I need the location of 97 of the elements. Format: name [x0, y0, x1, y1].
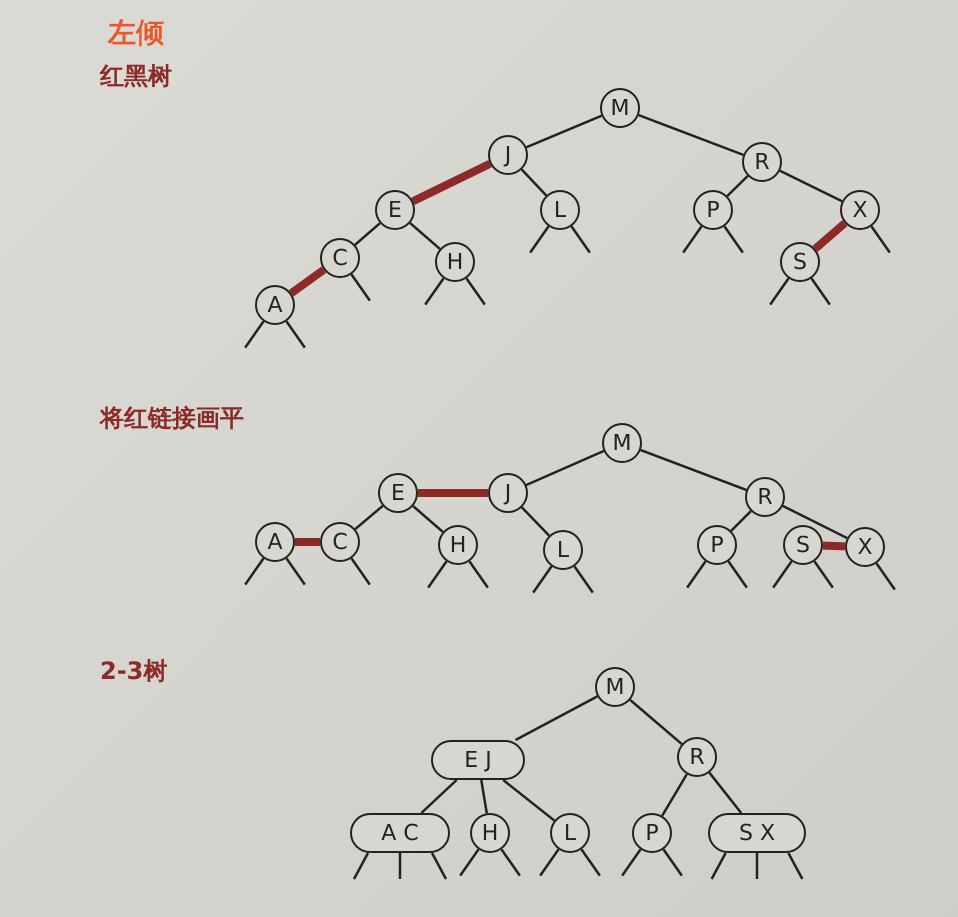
- thick-link: [418, 489, 488, 497]
- tree-node-circle: M: [595, 667, 635, 707]
- tree-node-circle: A: [255, 522, 295, 562]
- tree-node-pill: A C: [350, 813, 450, 853]
- tree-node-pill: E J: [431, 740, 525, 780]
- link-line: [480, 780, 488, 814]
- link-line: [526, 114, 602, 148]
- tree-node-circle: L: [550, 813, 590, 853]
- null-link: [430, 852, 448, 880]
- link-line: [514, 695, 598, 742]
- link-line: [354, 504, 384, 530]
- tree-node-circle: L: [540, 190, 580, 230]
- link-line: [726, 175, 749, 197]
- null-link: [787, 852, 804, 880]
- section-heading: 2-3树: [100, 656, 168, 687]
- link-line: [730, 510, 752, 532]
- null-link: [727, 560, 748, 588]
- null-link: [424, 278, 445, 306]
- link-line: [420, 779, 458, 814]
- thick-link: [411, 160, 492, 205]
- tree-node-circle: R: [745, 477, 785, 517]
- tree-node-circle: S: [783, 525, 823, 565]
- section-heading: 红黑树: [100, 61, 172, 92]
- tree-node-circle: L: [543, 530, 583, 570]
- thick-link: [822, 542, 846, 550]
- thick-link: [288, 266, 326, 297]
- null-link: [875, 562, 896, 590]
- link-line: [640, 448, 747, 492]
- tree-node-circle: P: [632, 813, 672, 853]
- link-line: [502, 779, 556, 822]
- null-link: [350, 274, 371, 302]
- tree-node-circle: X: [845, 527, 885, 567]
- tree-node-circle: E: [378, 473, 418, 513]
- null-link: [459, 848, 480, 876]
- null-link: [529, 226, 550, 254]
- null-link: [500, 848, 521, 876]
- null-link: [772, 560, 793, 588]
- null-link: [532, 566, 553, 594]
- null-link: [710, 852, 727, 880]
- tree-node-circle: M: [600, 88, 640, 128]
- tree-node-circle: M: [602, 423, 642, 463]
- section-heading: 将红链接画平: [100, 403, 244, 434]
- tree-node-circle: S: [780, 242, 820, 282]
- tree-node-circle: P: [697, 525, 737, 565]
- null-link: [573, 566, 594, 594]
- link-line: [779, 170, 843, 202]
- null-link: [580, 848, 601, 876]
- title: 左倾: [108, 15, 164, 51]
- null-link: [723, 226, 744, 254]
- link-line: [708, 772, 742, 814]
- tree-node-circle: J: [488, 473, 528, 513]
- link-line: [782, 504, 848, 540]
- null-link: [285, 558, 306, 586]
- tree-node-circle: H: [438, 525, 478, 565]
- null-link: [621, 848, 642, 876]
- null-link: [662, 848, 683, 876]
- null-link: [813, 560, 834, 588]
- link-line: [638, 114, 744, 156]
- null-link: [682, 226, 703, 254]
- null-link: [570, 226, 591, 254]
- null-link: [244, 558, 265, 586]
- tree-node-circle: H: [435, 242, 475, 282]
- tree-node-circle: C: [320, 238, 360, 278]
- null-link: [810, 278, 831, 306]
- null-link: [350, 558, 371, 586]
- tree-node-circle: X: [840, 190, 880, 230]
- tree-node-circle: P: [693, 190, 733, 230]
- link-line: [520, 168, 548, 196]
- thick-link: [295, 538, 320, 546]
- tree-node-pill: S X: [708, 813, 806, 853]
- link-line: [526, 450, 604, 486]
- tree-node-circle: J: [488, 135, 528, 175]
- null-link: [244, 320, 265, 348]
- null-link: [756, 853, 758, 879]
- null-link: [427, 560, 448, 588]
- null-link: [468, 560, 489, 588]
- tree-node-circle: H: [470, 813, 510, 853]
- link-line: [409, 222, 441, 250]
- link-line: [629, 699, 683, 745]
- link-line: [520, 506, 550, 536]
- link-line: [412, 505, 444, 533]
- null-link: [285, 320, 306, 348]
- tree-node-circle: E: [375, 190, 415, 230]
- null-link: [539, 848, 560, 876]
- null-link: [465, 278, 486, 306]
- tree-node-circle: A: [255, 285, 295, 325]
- tree-node-circle: R: [742, 142, 782, 182]
- tree-node-circle: C: [320, 522, 360, 562]
- thick-link: [812, 220, 848, 252]
- null-link: [686, 560, 707, 588]
- null-link: [769, 278, 790, 306]
- null-link: [870, 226, 891, 254]
- link-line: [661, 774, 688, 816]
- link-line: [354, 222, 381, 246]
- tree-node-circle: R: [677, 737, 717, 777]
- null-link: [352, 852, 370, 880]
- null-link: [398, 853, 402, 879]
